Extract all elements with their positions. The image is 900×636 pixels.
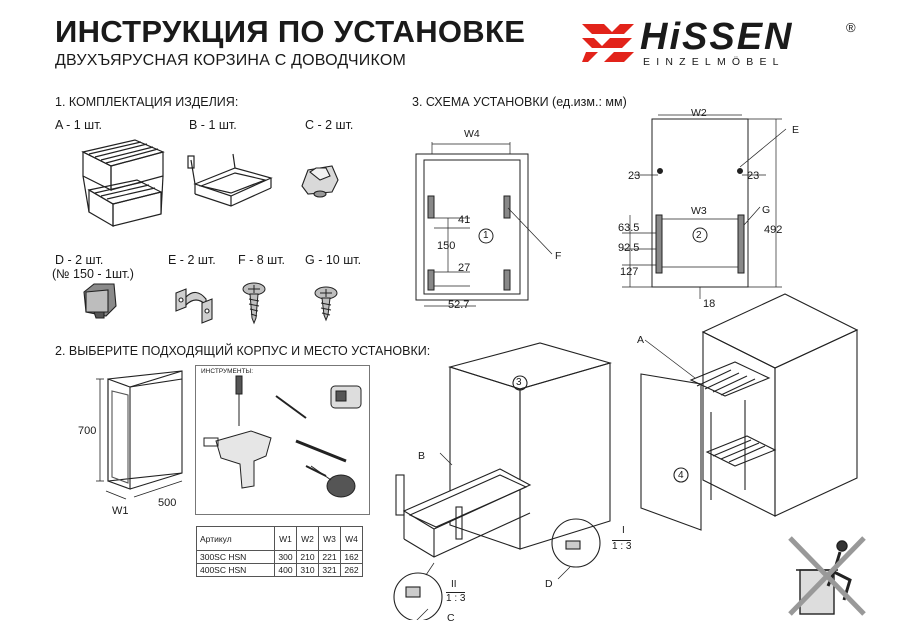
spec-header-cell: W2 (296, 526, 319, 551)
screw-f-icon (242, 282, 266, 325)
left-dim-52-7: 52.7 (448, 299, 470, 311)
spec-cell: 300 (274, 550, 297, 564)
right-dim-92-5: 92.5 (618, 242, 640, 254)
tools-label: ИНСТРУМЕНТЫ: (201, 368, 254, 375)
table-row: 400SC HSN 400 310 321 262 (196, 563, 363, 577)
right-dim-127: 127 (620, 266, 639, 278)
spec-cell: 162 (340, 550, 363, 564)
spec-cell: 310 (296, 563, 319, 577)
part-a-label: A - 1 шт. (55, 118, 103, 132)
spec-header-cell: W3 (318, 526, 341, 551)
left-step-label: 1 (483, 230, 489, 241)
brand-name: HiSSEN (640, 16, 794, 58)
slide-frame-b-icon (187, 153, 273, 207)
left-dim-41: 41 (458, 214, 471, 226)
scale-2-mark: II (451, 579, 457, 590)
cabinet-diagram (96, 370, 183, 500)
right-step-label: 2 (696, 230, 702, 241)
left-callout-f: F (555, 250, 562, 262)
clip-c-icon (301, 165, 339, 198)
assembly-callout-d: D (545, 578, 553, 590)
right-dim-63-5: 63.5 (618, 222, 640, 234)
spec-header-cell: Артикул (196, 526, 275, 551)
right-top-width: W2 (691, 107, 707, 119)
brand-tagline: EINZELMÖBEL (643, 56, 785, 68)
registered-mark: ® (846, 20, 856, 35)
part-d-label: D - 2 шт. (55, 253, 104, 267)
cabinet-height-label: 700 (78, 425, 97, 437)
assembly-callout-c: C (447, 612, 455, 624)
tools-panel: ИНСТРУМЕНТЫ: (195, 365, 370, 515)
assembly-step-4-label: 4 (678, 470, 684, 481)
basket-a-icon (81, 139, 165, 228)
part-d-note: (№ 150 - 1шт.) (52, 267, 134, 281)
install-diagram-right (622, 114, 787, 299)
table-row: 300SC HSN 300 210 221 162 (196, 550, 363, 564)
scale-1-ratio: 1 : 3 (612, 540, 632, 552)
right-dim-492: 492 (764, 224, 783, 236)
page-subtitle: ДВУХЪЯРУСНАЯ КОРЗИНА С ДОВОДЧИКОМ (55, 52, 406, 69)
spec-cell: 321 (318, 563, 341, 577)
cabinet-depth-label: 500 (158, 497, 177, 509)
scale-2-ratio: 1 : 3 (446, 592, 466, 604)
left-width-label: W4 (464, 128, 480, 140)
install-diagram-left (415, 142, 553, 307)
spec-cell: 400SC HSN (196, 563, 275, 577)
spec-cell: 221 (318, 550, 341, 564)
right-inner-width: W3 (691, 205, 707, 217)
spec-header-cell: W1 (274, 526, 297, 551)
left-dim-150: 150 (437, 240, 456, 252)
part-c-label: C - 2 шт. (305, 118, 354, 132)
section-3-heading: 3. СХЕМА УСТАНОВКИ (ед.изм.: мм) (412, 95, 627, 109)
bracket-e-icon (175, 288, 213, 324)
screw-g-icon (314, 286, 338, 322)
section-2-heading: 2. ВЫБЕРИТЕ ПОДХОДЯЩИЙ КОРПУС И МЕСТО УС… (55, 344, 431, 358)
left-dim-27: 27 (458, 262, 471, 274)
no-trash-icon (788, 536, 866, 616)
tools-icon (203, 375, 362, 498)
assembly-step-3 (393, 342, 612, 620)
right-dim-18: 18 (703, 298, 716, 310)
right-dim-23-left: 23 (628, 170, 641, 182)
assembly-step-3-label: 3 (516, 377, 522, 388)
assembly-step-4 (640, 293, 859, 531)
spec-cell: 262 (340, 563, 363, 577)
right-callout-e: E (792, 124, 800, 136)
spec-header-cell: W4 (340, 526, 363, 551)
assembly-callout-b: B (418, 450, 426, 462)
page-title: ИНСТРУКЦИЯ ПО УСТАНОВКЕ (55, 14, 526, 49)
cabinet-width-label: W1 (112, 505, 129, 517)
spec-cell: 300SC HSN (196, 550, 275, 564)
scale-1-mark: I (622, 525, 625, 536)
part-f-label: F - 8 шт. (238, 253, 286, 267)
stopper-d-icon (83, 283, 117, 319)
right-callout-g: G (762, 204, 771, 216)
assembly-callout-a: A (637, 334, 645, 346)
part-g-label: G - 10 шт. (305, 253, 362, 267)
spec-table-header-row: Артикул W1 W2 W3 W4 (196, 526, 363, 551)
brand-logo-icon (582, 24, 634, 62)
part-e-label: E - 2 шт. (168, 253, 216, 267)
part-b-label: B - 1 шт. (189, 118, 237, 132)
spec-cell: 400 (274, 563, 297, 577)
section-1-heading: 1. КОМПЛЕКТАЦИЯ ИЗДЕЛИЯ: (55, 95, 239, 109)
right-dim-23-right: 23 (747, 170, 760, 182)
spec-cell: 210 (296, 550, 319, 564)
spec-table: Артикул W1 W2 W3 W4 300SC HSN 300 210 22… (196, 526, 363, 577)
